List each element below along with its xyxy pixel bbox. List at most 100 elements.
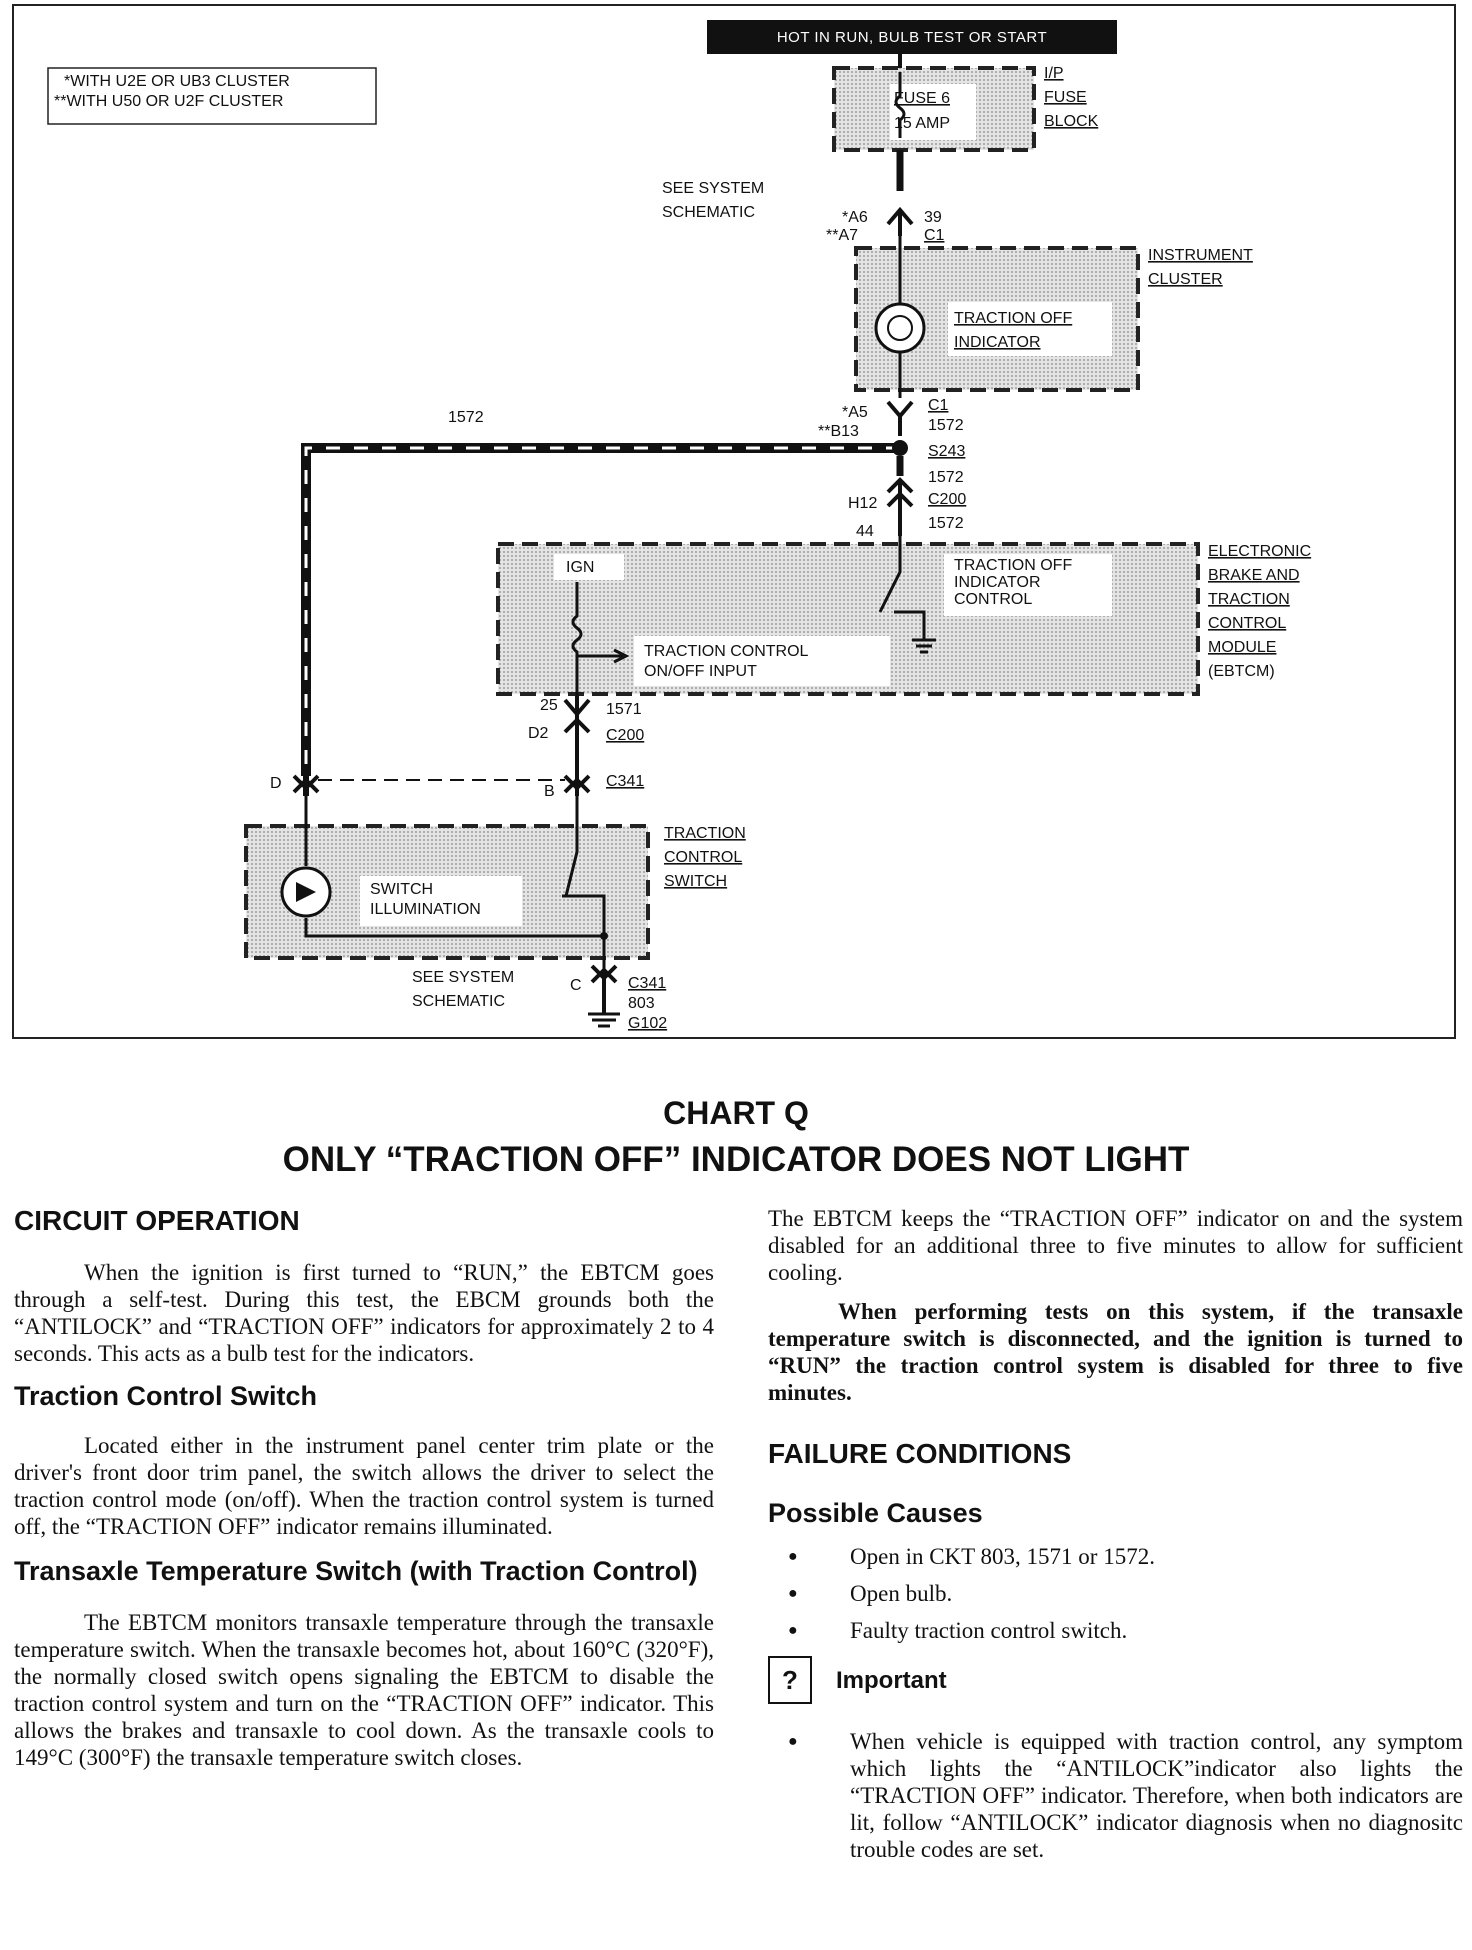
see-schematic-bottom-1: SEE SYSTEM bbox=[412, 969, 514, 986]
c200-top-connector bbox=[886, 477, 914, 536]
c1-bottom-connector-label: C1 bbox=[928, 397, 949, 414]
fuse-element bbox=[894, 72, 906, 138]
traction-off-bulb-icon bbox=[874, 302, 926, 354]
switch-name-1: TRACTION bbox=[664, 825, 746, 842]
cluster-indicator-2: INDICATOR bbox=[954, 334, 1041, 351]
fuse-block-name-1: I/P bbox=[1044, 65, 1064, 82]
c200-top-connector-label: C200 bbox=[928, 491, 966, 508]
ebtcm-control-2: INDICATOR bbox=[954, 574, 1041, 591]
list-item: Faulty traction control switch. bbox=[788, 1617, 1463, 1644]
ebtcm-ign: IGN bbox=[566, 559, 594, 576]
c1-bottom-pin-a: *A5 bbox=[842, 404, 868, 421]
c341-d-connector bbox=[292, 774, 320, 794]
splice-s243 bbox=[892, 440, 908, 456]
cluster-indicator-bg bbox=[948, 302, 1112, 356]
c1-top-circuit: 39 bbox=[924, 209, 942, 226]
c341-pin-b: B bbox=[544, 783, 555, 800]
ebtcm-name-6: (EBTCM) bbox=[1208, 663, 1275, 680]
important-notice: ? Important bbox=[768, 1654, 1463, 1706]
c1-bottom-pin-b: **B13 bbox=[818, 423, 859, 440]
list-item: When vehicle is equipped with traction c… bbox=[788, 1728, 1463, 1863]
ground-icon bbox=[588, 1012, 620, 1028]
c1-top-pin-a: *A6 bbox=[842, 209, 868, 226]
see-schematic-bottom-2: SCHEMATIC bbox=[412, 993, 505, 1010]
see-schematic-top-2: SCHEMATIC bbox=[662, 204, 755, 221]
c341-pin-d: D bbox=[270, 775, 282, 792]
ebtcm-control-1: TRACTION OFF bbox=[954, 557, 1072, 574]
chart-subtitle: ONLY “TRACTION OFF” INDICATOR DOES NOT L… bbox=[282, 1140, 1190, 1179]
c200-bottom-circuit: 1571 bbox=[606, 701, 642, 718]
traction-control-switch-contact bbox=[562, 796, 606, 976]
fuse-name: FUSE 6 bbox=[894, 90, 950, 107]
header-bar bbox=[707, 20, 1117, 54]
fuse-block-name-2: FUSE bbox=[1044, 89, 1087, 106]
traction-switch-heading: Traction Control Switch bbox=[14, 1381, 318, 1411]
ebtcm-ground-icon bbox=[912, 638, 936, 654]
c1-top-connector-label: C1 bbox=[924, 227, 945, 244]
switch-illum-1: SWITCH bbox=[370, 881, 433, 898]
c200-top-pin-a: H12 bbox=[848, 495, 877, 512]
c200-bottom-pin-b: D2 bbox=[528, 725, 549, 742]
header-text: HOT IN RUN, BULB TEST OR START bbox=[777, 29, 1047, 46]
important-list: When vehicle is equipped with traction c… bbox=[788, 1728, 1463, 1863]
cluster-name-2: CLUSTER bbox=[1148, 271, 1223, 288]
circuit-operation-heading: CIRCUIT OPERATION bbox=[14, 1205, 300, 1236]
ebtcm-input-1: TRACTION CONTROL bbox=[644, 643, 809, 660]
test-warning-text: When performing tests on this system, if… bbox=[768, 1299, 1463, 1405]
c200-top-pin-b: 44 bbox=[856, 523, 874, 540]
causes-list: Open in CKT 803, 1571 or 1572. Open bulb… bbox=[788, 1543, 1463, 1644]
wiring-diagram: HOT IN RUN, BULB TEST OR START *WITH U2E… bbox=[12, 4, 1456, 1039]
c341-b-connector bbox=[563, 774, 591, 794]
switch-name-3: SWITCH bbox=[664, 873, 727, 890]
ebtcm-name-1: ELECTRONIC bbox=[1208, 543, 1311, 560]
important-label: Important bbox=[836, 1666, 947, 1694]
c1-bottom-connector bbox=[886, 400, 914, 436]
wire-1572 bbox=[304, 446, 900, 776]
ebtcm-name-3: TRACTION bbox=[1208, 591, 1290, 608]
ebtcm-name-4: CONTROL bbox=[1208, 615, 1286, 632]
switch-name-2: CONTROL bbox=[664, 849, 742, 866]
possible-causes-heading: Possible Causes bbox=[768, 1498, 983, 1528]
ground-circuit: 803 bbox=[628, 995, 655, 1012]
ground-pin: C bbox=[570, 977, 582, 994]
list-item: Open in CKT 803, 1571 or 1572. bbox=[788, 1543, 1463, 1570]
c1-bottom-circuit: 1572 bbox=[928, 417, 964, 434]
fuse-block-name-3: BLOCK bbox=[1044, 113, 1099, 130]
c341-c-connector bbox=[590, 964, 618, 1014]
cooling-text: The EBTCM keeps the “TRACTION OFF” indic… bbox=[768, 1206, 1463, 1285]
ebtcm-name-2: BRAKE AND bbox=[1208, 567, 1300, 584]
right-column: The EBTCM keeps the “TRACTION OFF” indic… bbox=[768, 1205, 1463, 1873]
failure-conditions-heading: FAILURE CONDITIONS bbox=[768, 1438, 1072, 1469]
circuit-operation-text: When the ignition is first turned to “RU… bbox=[14, 1260, 714, 1366]
switch-illum-2: ILLUMINATION bbox=[370, 901, 481, 918]
see-schematic-top-1: SEE SYSTEM bbox=[662, 180, 764, 197]
fuse-rating: 15 AMP bbox=[894, 115, 950, 132]
temp-switch-text: The EBTCM monitors transaxle temperature… bbox=[14, 1610, 714, 1770]
chart-title: CHART Q bbox=[663, 1095, 809, 1131]
list-item: Open bulb. bbox=[788, 1580, 1463, 1607]
schematic-svg: HOT IN RUN, BULB TEST OR START *WITH U2E… bbox=[47, 20, 1311, 1032]
ebtcm-resistor bbox=[571, 582, 583, 696]
ground-connector-label: C341 bbox=[628, 975, 666, 992]
cluster-indicator-1: TRACTION OFF bbox=[954, 310, 1072, 327]
c341-top-connector-label: C341 bbox=[606, 773, 644, 790]
c200-top-circuit: 1572 bbox=[928, 515, 964, 532]
c1-top-connector bbox=[886, 206, 914, 236]
legend-box bbox=[47, 67, 377, 125]
temp-switch-heading: Transaxle Temperature Switch (with Tract… bbox=[14, 1556, 698, 1586]
wire-1572-label: 1572 bbox=[448, 409, 484, 426]
important-icon: ? bbox=[768, 1656, 812, 1704]
left-column: CIRCUIT OPERATION When the ignition is f… bbox=[14, 1205, 714, 1771]
cluster-name-1: INSTRUMENT bbox=[1148, 247, 1253, 264]
c1-top-pin-b: **A7 bbox=[826, 227, 858, 244]
c200-bottom-pin-a: 25 bbox=[540, 697, 558, 714]
ebtcm-indicator-switch bbox=[878, 536, 926, 640]
traction-switch-text: Located either in the instrument panel c… bbox=[14, 1433, 714, 1539]
ebtcm-name-5: MODULE bbox=[1208, 639, 1276, 656]
ebtcm-control-3: CONTROL bbox=[954, 591, 1032, 608]
legend-line-2: **WITH U50 OR U2F CLUSTER bbox=[54, 93, 283, 110]
ebtcm-input-2: ON/OFF INPUT bbox=[644, 663, 757, 680]
c200-bottom-connector-label: C200 bbox=[606, 727, 644, 744]
splice-id: S243 bbox=[928, 443, 965, 460]
ground-id: G102 bbox=[628, 1015, 667, 1032]
